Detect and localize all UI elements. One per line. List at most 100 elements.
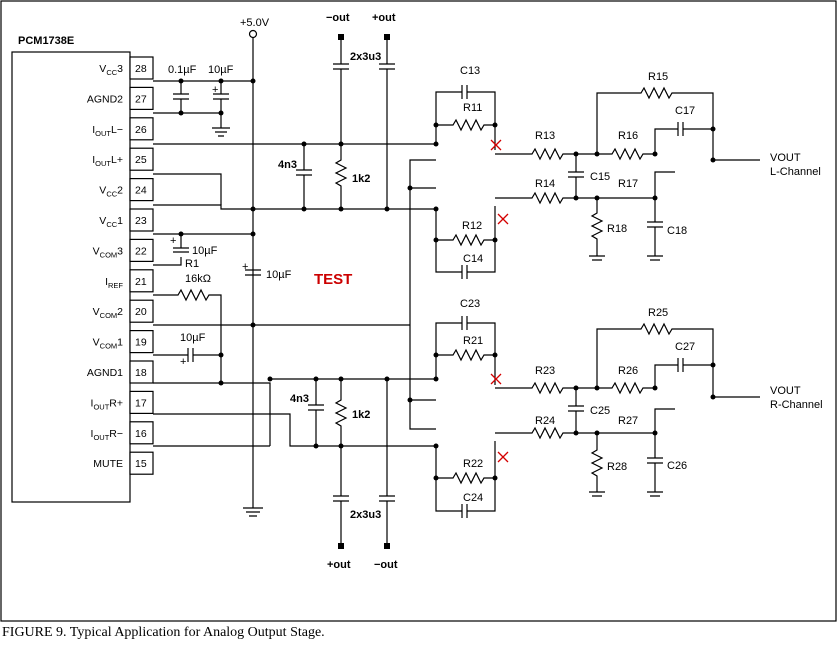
pin-box: [129, 178, 154, 202]
resistor-r15: [596, 86, 714, 160]
minus-out-top-label: −out: [326, 12, 350, 24]
pin-label: MUTE: [93, 458, 123, 470]
c15-label: C15: [590, 171, 610, 183]
pin-box: [129, 238, 154, 262]
resistor-r18: [589, 198, 605, 261]
pin-box: [129, 269, 154, 293]
pin-label: VCC1: [99, 215, 123, 229]
pin-box: [129, 208, 154, 232]
pin-label: IOUTL+: [92, 154, 123, 168]
chip-name: PCM1738E: [18, 35, 74, 47]
pin-label: AGND1: [87, 367, 123, 379]
cap-c26: [647, 433, 663, 497]
r16-label: R16: [618, 130, 638, 142]
cap-plus-out-top: [379, 40, 395, 209]
pin-label: VCOM1: [93, 337, 124, 351]
vcom2-bus: [409, 159, 436, 430]
pin-number: 17: [135, 397, 147, 409]
c24-label: C24: [463, 492, 483, 504]
terminal-minus-out-bottom: [384, 543, 390, 549]
resistor-r1: [153, 288, 222, 383]
cap-4n3-top: [296, 144, 312, 209]
cap-c13: [435, 85, 496, 125]
cap-01uF: [173, 81, 189, 113]
x-mark-2: [497, 213, 509, 225]
cap-c25: [568, 388, 584, 433]
r22-label: R22: [463, 458, 483, 470]
resistor-r23: [495, 381, 597, 395]
resistor-1k2-bottom-label: 1k2: [352, 409, 370, 421]
cap-c18: [647, 198, 663, 261]
c27-label: C27: [675, 341, 695, 353]
vout-r-name: R-Channel: [770, 399, 823, 411]
c23-label: C23: [460, 298, 480, 310]
pin-box: [129, 421, 154, 445]
pin-number: 20: [135, 306, 147, 318]
resistor-r14: [495, 171, 675, 205]
c25-label: C25: [590, 405, 610, 417]
schematic-diagram: PCM1738E 28VCC327AGND226IOUTL−25IOUTL+24…: [0, 0, 837, 622]
wire-vcc2-ioutl+: [153, 204, 436, 210]
chip-pins: 28VCC327AGND226IOUTL−25IOUTL+24VCC223VCC…: [87, 56, 154, 475]
pin-box: [129, 299, 154, 323]
cap-4n3-top-label: 4n3: [278, 159, 297, 171]
r25-label: R25: [648, 307, 668, 319]
cap-c23: [435, 316, 496, 355]
supply-5v-label: +5.0V: [240, 17, 270, 29]
terminal-plus-out-top: [384, 34, 390, 40]
resistor-r12: [435, 206, 496, 247]
c26-label: C26: [667, 460, 687, 472]
resistor-r22: [435, 441, 496, 485]
vout-l-name: L-Channel: [770, 166, 821, 178]
resistor-1k2-bottom: [334, 379, 348, 446]
cap-2x3u3-top-label: 2x3u3: [350, 51, 381, 63]
r26-label: R26: [618, 365, 638, 377]
resistor-r28: [589, 433, 605, 497]
cap-c15: [568, 154, 584, 198]
cap-plus-out-bottom: [333, 446, 349, 543]
terminal-plus-out-bottom: [338, 543, 344, 549]
resistor-r25: [596, 322, 714, 397]
pin-label: IOUTR−: [91, 428, 123, 442]
polarity-plus: +: [212, 84, 218, 96]
pin-box: [129, 147, 154, 171]
pin-label: VCC3: [99, 63, 123, 77]
pin-label: AGND2: [87, 93, 123, 105]
vout-r-label: VOUT: [770, 385, 801, 397]
pin-label: IREF: [105, 276, 123, 290]
x-mark-4: [497, 451, 509, 463]
cap-minus-out-top: [333, 40, 349, 144]
r24-label: R24: [535, 415, 555, 427]
cap-10uF-vcom3: 10µF: [192, 245, 218, 257]
r18-label: R18: [607, 223, 627, 235]
cap-10uF-label-top: 10µF: [208, 64, 234, 76]
wire-ioutl-plus: [153, 173, 222, 205]
r17-label: R17: [618, 178, 638, 190]
r21-label: R21: [463, 335, 483, 347]
pin-box: [129, 451, 154, 475]
cap-rail-10uF-label: 10µF: [266, 269, 292, 281]
pin-number: 24: [135, 185, 147, 197]
pin-number: 26: [135, 124, 147, 136]
pin-label: IOUTL−: [92, 124, 123, 138]
pin-label: VCOM3: [93, 245, 124, 259]
c14-label: C14: [463, 253, 483, 265]
pin-box: [129, 390, 154, 414]
r23-label: R23: [535, 365, 555, 377]
figure-border: [0, 0, 837, 622]
pin-number: 23: [135, 215, 147, 227]
cap-c24: [435, 478, 496, 518]
pin-number: 19: [135, 337, 147, 349]
cap-c14: [435, 240, 496, 279]
c18-label: C18: [667, 225, 687, 237]
r1-label: R1: [185, 258, 199, 270]
pin-number: 22: [135, 245, 147, 257]
plus-out-bottom-label: +out: [327, 559, 351, 571]
resistor-r24: [495, 408, 675, 440]
resistor-r13: [495, 147, 597, 161]
pin-number: 16: [135, 428, 147, 440]
cap-4n3-bottom: [308, 379, 324, 446]
resistor-r21: [435, 348, 496, 385]
r15-label: R15: [648, 71, 668, 83]
